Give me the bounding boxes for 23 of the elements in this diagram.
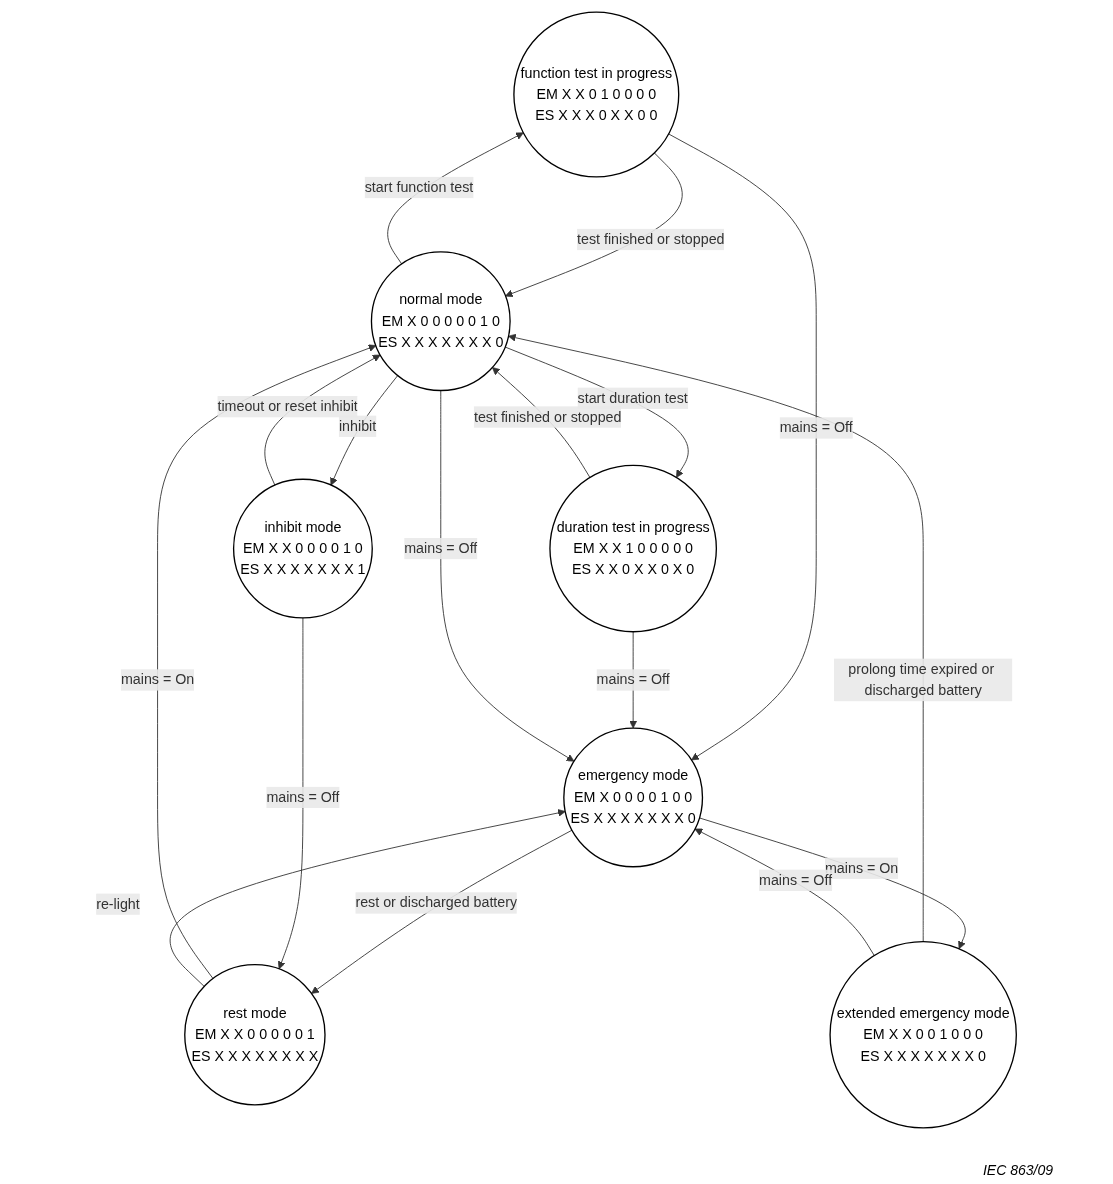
edge-label: start function test <box>364 179 474 195</box>
node-circle: inhibit mode EM X X 0 0 0 0 1 0 ES X X X X X X X 1 <box>233 478 374 619</box>
edge-label: inhibit <box>339 418 377 434</box>
node-circle: emergency mode EM X 0 0 0 0 1 0 0 ES X X X X X X X 0 <box>563 727 704 868</box>
node-circle: duration test in progress EM X X 1 0 0 0 0 0 ES X X 0 X X 0 X 0 <box>549 464 718 633</box>
edge-label: mains = Off <box>596 671 670 688</box>
node-circle: function test in progress EM X X 0 1 0 0 0 0 ES X X X 0 X X 0 0 <box>513 11 680 178</box>
edge-label: mains = Off <box>266 789 340 805</box>
figure-number: IEC 863/09 <box>982 1162 1053 1178</box>
node-circle: rest mode EM X X 0 0 0 0 0 1 ES X X X X X X X X <box>184 963 326 1106</box>
node-circle: extended emergency mode EM X X 0 0 1 0 0 0 ES X X X X X X X 0 <box>829 940 1018 1129</box>
edge-label: mains = Off <box>404 540 478 556</box>
edge-label: re-light <box>96 896 141 912</box>
edge-label: test finished or stopped <box>474 409 622 425</box>
edge-label: start duration test <box>577 390 689 406</box>
node-circle: normal mode EM X 0 0 0 0 0 1 0 ES X X X X X X X 0 <box>371 251 512 392</box>
edge-label: test finished or stopped <box>577 231 725 247</box>
edge-label: prolong time expired or discharged battery <box>848 661 995 698</box>
edge-label: rest or discharged battery <box>355 894 518 911</box>
edge-label: mains = Off <box>779 419 854 436</box>
edge-label: mains = Off <box>759 872 833 888</box>
edge-label: timeout or reset inhibit <box>217 398 359 414</box>
edge-label: mains = On <box>121 671 195 688</box>
